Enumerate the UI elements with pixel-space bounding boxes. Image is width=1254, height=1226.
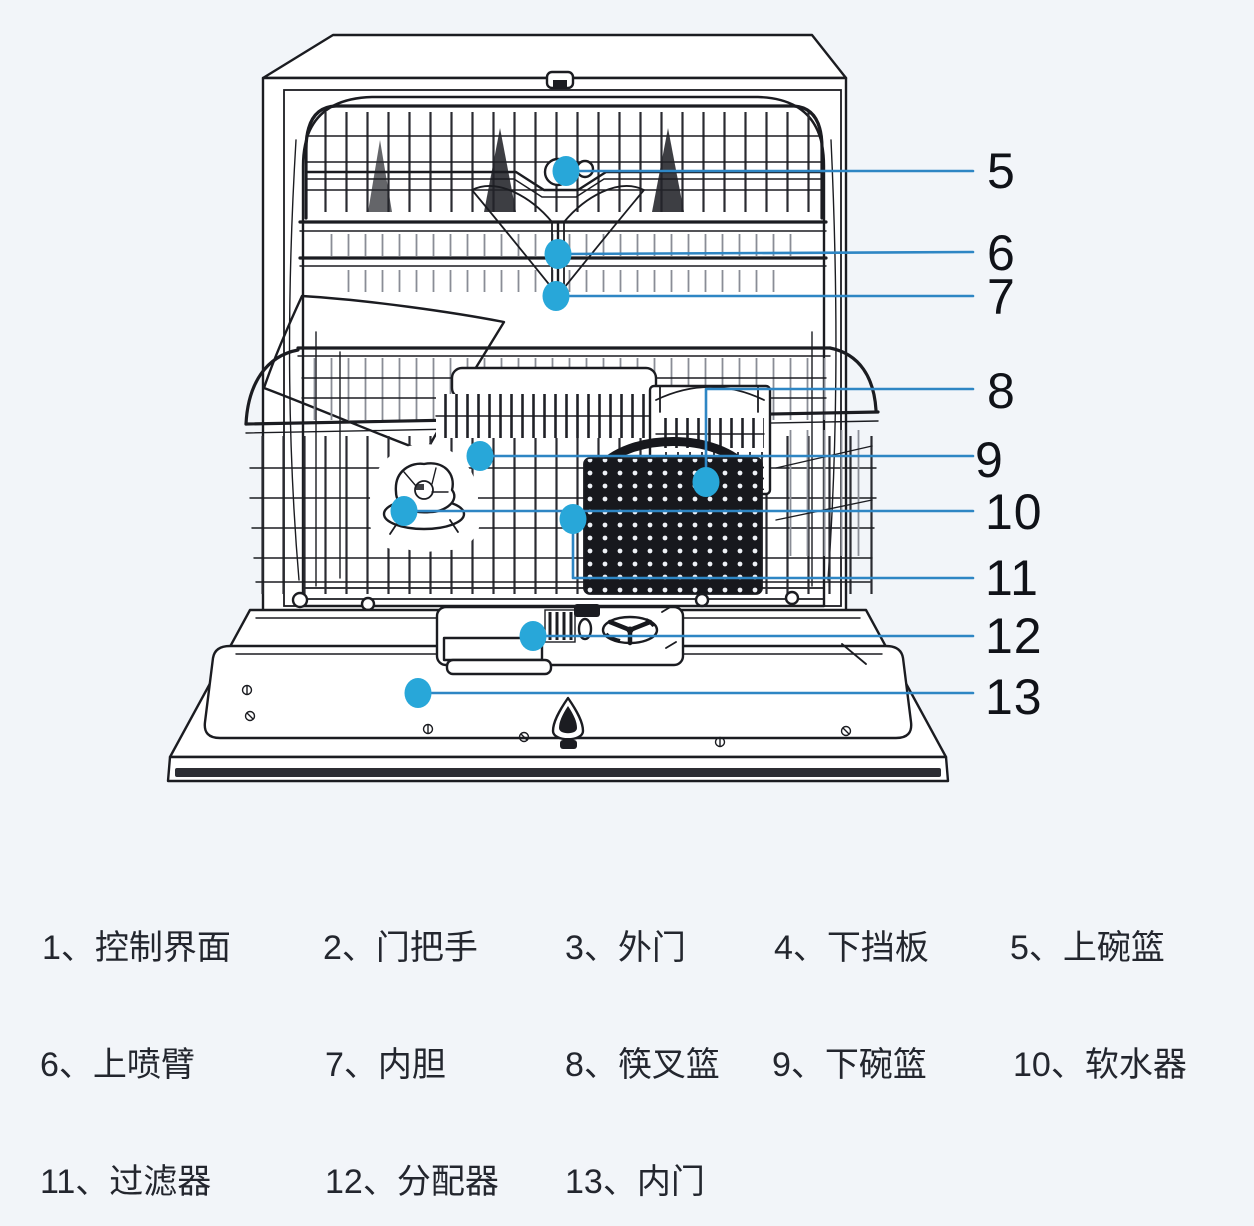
legend-item-11: 11、过滤器 — [40, 1163, 212, 1201]
legend-item-8: 8、筷叉篮 — [565, 1046, 720, 1084]
dishwasher-line-drawing — [166, 33, 975, 783]
callout-number-8: 8 — [987, 363, 1016, 419]
callout-line-11 — [571, 517, 975, 580]
callout-line-6 — [556, 250, 975, 256]
callout-line-8 — [704, 387, 975, 484]
callout-dot-8 — [692, 467, 720, 497]
legend-item-9: 9、下碗篮 — [772, 1046, 927, 1084]
callout-number-5: 5 — [987, 143, 1016, 199]
door-keyhole-vent — [551, 696, 585, 749]
cup-rack — [775, 430, 873, 556]
callout-number-10: 10 — [985, 484, 1043, 540]
cutlery-basket — [583, 437, 763, 595]
callout-dot-6 — [544, 239, 572, 269]
callout-number-9: 9 — [975, 432, 1004, 488]
callout-number-12: 12 — [985, 608, 1043, 664]
callout-number-7: 7 — [987, 269, 1016, 325]
detergent-dispenser — [435, 604, 685, 676]
callout-lines — [402, 169, 975, 695]
legend-item-7: 7、内胆 — [325, 1046, 446, 1084]
callout-dot-10 — [390, 496, 418, 526]
legend-item-3: 3、外门 — [565, 929, 686, 967]
door-latch-icon — [545, 70, 575, 90]
door-screws — [241, 684, 852, 748]
callout-dots — [390, 156, 720, 708]
legend-item-10: 10、软水器 — [1013, 1046, 1187, 1084]
legend-item-13: 13、内门 — [565, 1163, 705, 1201]
callout-dot-7 — [542, 281, 570, 311]
callout-dot-5 — [552, 156, 580, 186]
callout-dot-11 — [559, 504, 587, 534]
legend-item-2: 2、门把手 — [323, 929, 478, 967]
callout-number-11: 11 — [985, 550, 1039, 606]
legend-item-6: 6、上喷臂 — [40, 1046, 195, 1084]
legend-item-12: 12、分配器 — [325, 1163, 499, 1201]
callout-dot-9 — [466, 441, 494, 471]
legend-item-4: 4、下挡板 — [774, 929, 929, 967]
callout-number-6: 6 — [987, 225, 1016, 281]
callout-number-13: 13 — [985, 669, 1043, 725]
callout-dot-12 — [519, 621, 547, 651]
legend-item-5: 5、上碗篮 — [1010, 929, 1165, 967]
legend-item-1: 1、控制界面 — [42, 929, 231, 967]
callout-dot-13 — [404, 678, 432, 708]
